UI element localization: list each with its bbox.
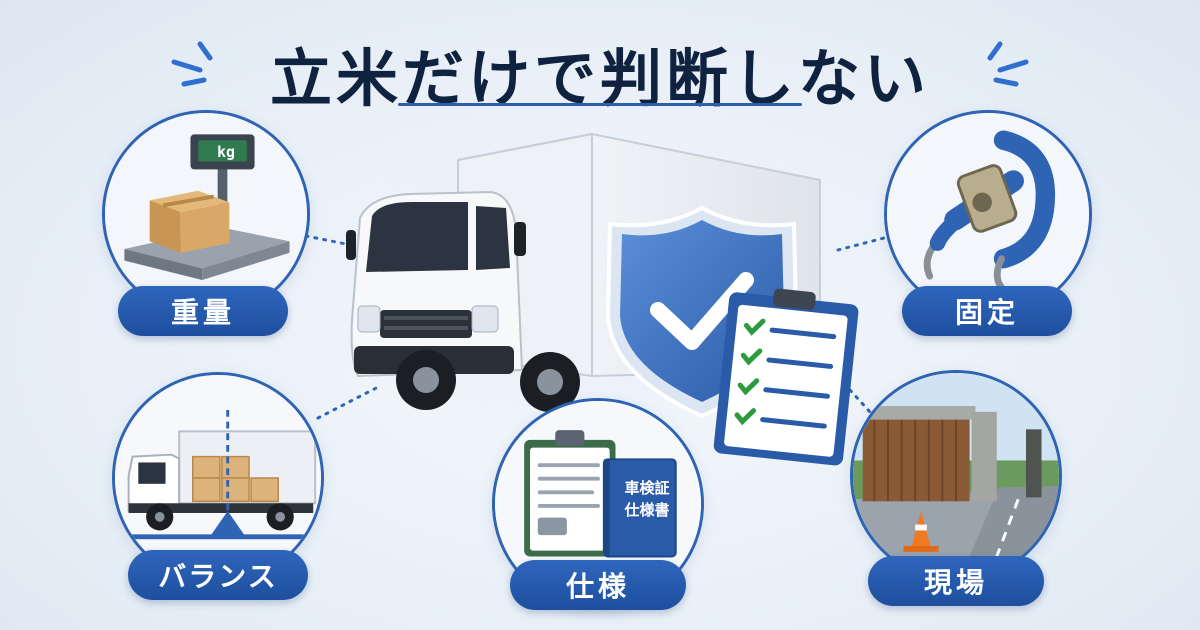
page-title: 立米だけで判断しない: [269, 42, 930, 115]
scale-icon: [105, 113, 307, 315]
doc-text-line2: 仕様書: [624, 501, 670, 519]
label-fixing: 固定: [902, 286, 1072, 336]
label-spec: 仕様: [510, 560, 686, 610]
label-site: 現場: [868, 556, 1044, 606]
balance-truck-icon: [115, 375, 321, 581]
ratchet-strap-icon: [887, 113, 1089, 315]
weight-circle: kg: [102, 110, 310, 318]
scale-display-text: kg: [216, 143, 236, 161]
title-underline: [398, 103, 802, 106]
gate-road-icon: [853, 373, 1059, 579]
site-circle: [850, 370, 1062, 582]
label-weight: 重量: [118, 286, 288, 336]
fixing-circle: [884, 110, 1092, 318]
center-illustration: [310, 120, 870, 466]
balance-circle: [112, 372, 324, 584]
doc-text-line1: 車検証: [624, 479, 670, 497]
clipboard-checklist-icon: [713, 288, 859, 466]
title-burst-right-icon: [987, 41, 1029, 87]
title-burst-left-icon: [171, 41, 213, 87]
label-balance: バランス: [128, 550, 308, 600]
